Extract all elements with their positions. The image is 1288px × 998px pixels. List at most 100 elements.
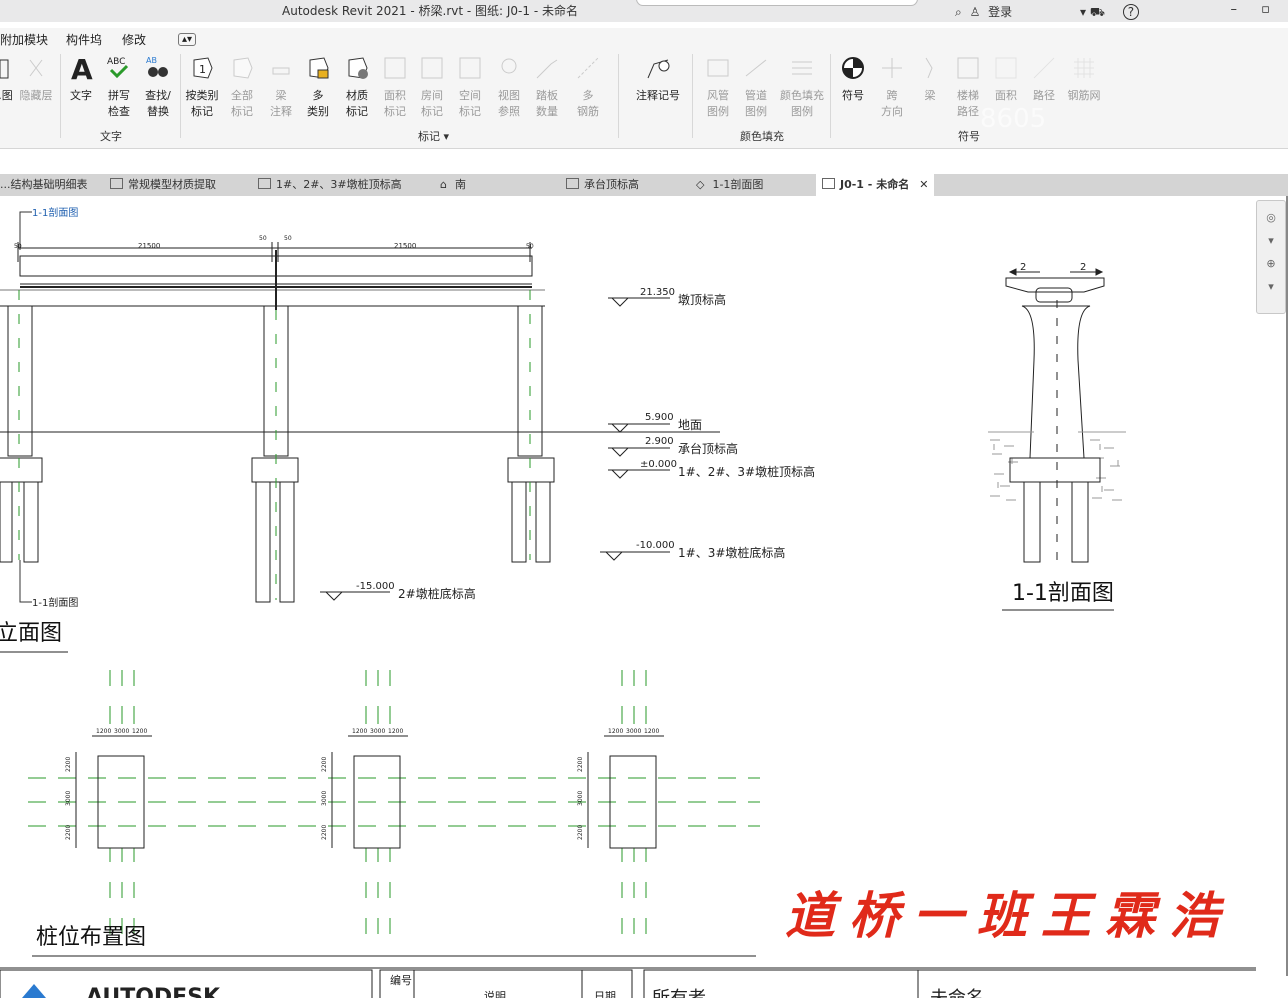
tag-all-icon (233, 57, 253, 79)
tab-pile-top-elevation[interactable]: 1#、2#、3#墩桩顶标高 (258, 174, 402, 196)
ribbon-button-path[interactable]: 路径 (1024, 54, 1064, 104)
ribbon-button-tag-all[interactable]: 全部标记 (222, 54, 262, 120)
material-tag-icon (348, 57, 368, 79)
ribbon-button-color-fill-legend[interactable]: 颜色填充图例 (778, 54, 826, 120)
menu-item-component[interactable]: 构件坞 (66, 33, 103, 47)
svg-text:3000: 3000 (370, 728, 385, 735)
search-box[interactable] (636, 0, 918, 6)
svg-text:2200: 2200 (321, 825, 328, 840)
title-bar: Autodesk Revit 2021 - 桥梁.rvt - 图纸: J0-1 … (0, 0, 1288, 22)
svg-text:1200: 1200 (644, 728, 659, 735)
svg-text:日期: 日期 (594, 990, 616, 998)
ribbon-button-tread-number[interactable]: 踏板数量 (527, 54, 567, 120)
autodesk-logo-icon (22, 984, 46, 998)
tab-material-takeoff[interactable]: 常规模型材质提取 (110, 174, 216, 196)
tab-south[interactable]: ⌂南 (440, 178, 466, 191)
drawing-canvas[interactable]: 1-1剖面图 21500 21500 50 50 50 50 (0, 196, 1256, 998)
ribbon-button-multi-category[interactable]: 多类别 (298, 54, 338, 120)
title-block: AUTODESK 编号 说明 日期 所有者 未命名 (0, 967, 1256, 998)
ribbon-button-duct-legend[interactable]: 风管图例 (698, 54, 738, 120)
window-controls[interactable]: – ▫ (1230, 2, 1280, 17)
dropdown-arrow-icon[interactable]: ▾ (1268, 234, 1274, 247)
svg-text:1200: 1200 (132, 728, 147, 735)
ribbon-button-multi-rebar[interactable]: 多钢筋 (568, 54, 608, 120)
ribbon-button-hide-layer[interactable]: 隐藏层 (16, 54, 56, 104)
tab-section-1-1[interactable]: ◇1-1剖面图 (696, 178, 764, 191)
autodesk-logo: AUTODESK (86, 985, 221, 998)
schedule-icon (110, 178, 123, 189)
pile-cap-plan: 1200 3000 1200 2200 3000 2200 (321, 728, 408, 849)
quick-access-dropdown[interactable]: ▴▾ (178, 33, 197, 46)
ribbon-button-keynote[interactable]: 注释记号 (634, 54, 682, 104)
close-icon[interactable]: ✕ (919, 178, 929, 191)
svg-text:2200: 2200 (321, 757, 328, 772)
area-tag-icon (384, 57, 406, 79)
sheet-icon (822, 178, 835, 189)
binoculars-icon: AB (146, 56, 168, 77)
user-icon[interactable]: ♙ (969, 5, 981, 19)
span-dimension: 21500 (138, 242, 160, 250)
steering-wheel-icon[interactable]: ◎ (1266, 211, 1276, 224)
tag-icon (0, 59, 9, 79)
small-dimension: 50 (526, 243, 534, 250)
pile-cap-plan: 1200 3000 1200 2200 3000 2200 (577, 728, 664, 849)
stair-path-icon (957, 57, 979, 79)
section-marker-label[interactable]: 1-1剖面图 (32, 596, 78, 609)
svg-text:2: 2 (1020, 262, 1026, 273)
ribbon-button-stair-path[interactable]: 楼梯路径 (948, 54, 988, 120)
section-marker-label[interactable]: 1-1剖面图 (32, 206, 78, 219)
section-view: 2 2 1-1剖面图 (988, 262, 1126, 611)
beam-icon (925, 57, 933, 79)
span-direction-icon (882, 58, 902, 78)
svg-text:A: A (71, 54, 93, 82)
text-icon: A (71, 54, 93, 82)
ribbon-button-area[interactable]: 面积 (986, 54, 1026, 104)
ribbon-button-fabric[interactable]: 钢筋网 (1062, 54, 1106, 104)
login-button[interactable]: 登录 (988, 5, 1013, 19)
ribbon-button-view-reference[interactable]: 视图参照 (489, 54, 529, 120)
ribbon-button-pipe-legend[interactable]: 管道图例 (736, 54, 776, 120)
ribbon-button-span-direction[interactable]: 跨方向 (872, 54, 912, 120)
zoom-icon[interactable]: ⊕ (1266, 257, 1276, 270)
level-marker: -10.000 1#、3#墩桩底标高 (600, 540, 785, 561)
hide-layer-icon (29, 59, 43, 77)
cart-icon[interactable]: ▾ ⛟ (1080, 5, 1105, 19)
ribbon-button-beam-annotation[interactable]: 梁注释 (261, 54, 301, 120)
svg-text:1200: 1200 (608, 728, 623, 735)
tab-sheet-j0-1[interactable]: J0-1 - 未命名✕ (816, 174, 935, 196)
svg-text:3000: 3000 (114, 728, 129, 735)
svg-text:说明: 说明 (484, 989, 506, 998)
watermark-text: 道桥一班王霖浩 (785, 886, 1233, 945)
ribbon-button-space-tag[interactable]: 空间标记 (450, 54, 490, 120)
group-label-tag[interactable]: 标记 ▾ (418, 130, 450, 143)
spellcheck-icon: ABC (107, 57, 129, 79)
span-dimension: 21500 (394, 242, 416, 250)
svg-text:3000: 3000 (626, 728, 641, 735)
svg-text:2200: 2200 (65, 757, 72, 772)
ribbon-button-prev[interactable]: ...图 (0, 54, 22, 104)
ribbon-button-symbol[interactable]: 符号 (833, 54, 873, 104)
svg-text:地面: 地面 (678, 418, 702, 432)
svg-text:1200: 1200 (96, 728, 111, 735)
tab-cap-top-elevation[interactable]: 承台顶标高 (566, 174, 639, 196)
ribbon-button-area-tag[interactable]: 面积标记 (375, 54, 415, 120)
dropdown-arrow-icon[interactable]: ▾ (1268, 280, 1274, 293)
svg-text:1200: 1200 (352, 728, 367, 735)
vertical-scrollbar[interactable] (1286, 196, 1288, 976)
menu-item-addins[interactable]: 附加模块 (0, 33, 49, 47)
binoculars-icon[interactable]: ⌕ (955, 5, 962, 19)
svg-text:所有者: 所有者 (652, 988, 706, 998)
elevation-title: 立面图 (0, 621, 62, 646)
ribbon-button-room-tag[interactable]: 房间标记 (412, 54, 452, 120)
ribbon-button-beam[interactable]: 梁 (910, 54, 950, 104)
svg-text:2#墩桩底标高: 2#墩桩底标高 (398, 586, 476, 601)
help-icon[interactable]: ? (1122, 4, 1140, 20)
menu-item-modify[interactable]: 修改 (122, 33, 147, 47)
tab-structural-foundation-schedule[interactable]: ...结构基础明细表 (0, 178, 88, 191)
ribbon-button-material-tag[interactable]: 材质标记 (337, 54, 377, 120)
